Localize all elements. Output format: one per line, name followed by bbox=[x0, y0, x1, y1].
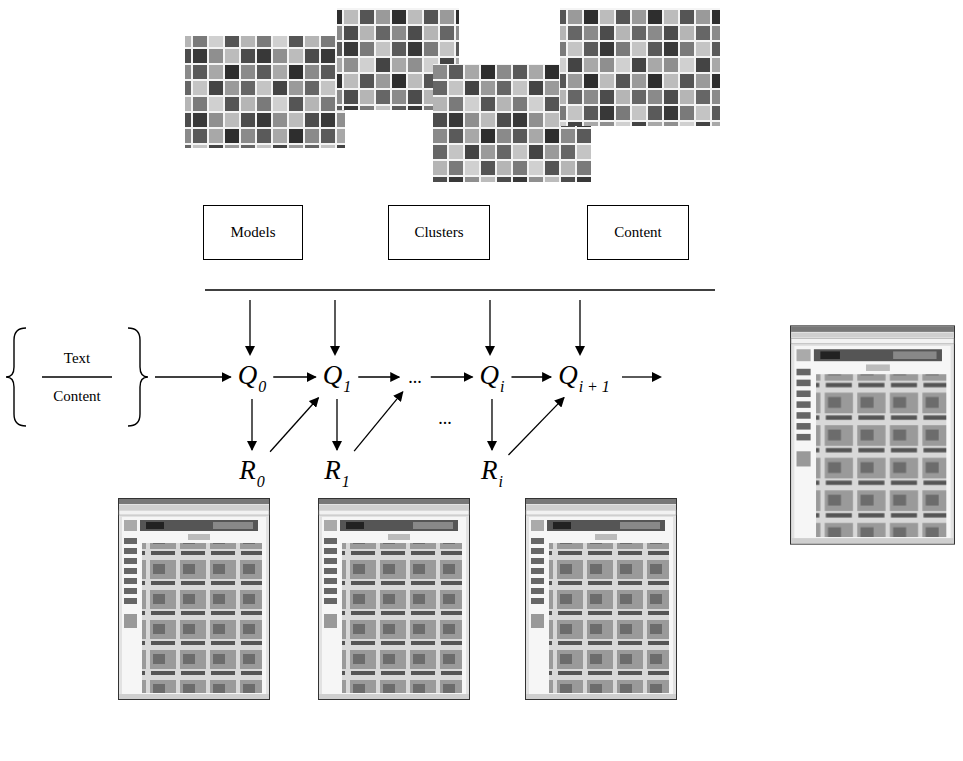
flow-arrow bbox=[273, 376, 316, 377]
result-screenshot bbox=[526, 499, 677, 700]
symbol-name: R bbox=[239, 455, 256, 485]
symbol-node: R0 bbox=[237, 455, 267, 489]
symbol-node: Q0 bbox=[236, 360, 269, 394]
symbol-node: Qi bbox=[478, 360, 507, 394]
flow-arrow bbox=[155, 376, 231, 377]
input-label: Content bbox=[4, 387, 150, 405]
bus-line bbox=[205, 289, 715, 291]
symbol-node: Qi + 1 bbox=[556, 360, 612, 394]
subscript: i bbox=[500, 378, 504, 395]
input-group: TextContent bbox=[4, 324, 150, 430]
symbol-name: Q bbox=[558, 360, 578, 390]
box-label: Clusters bbox=[414, 224, 463, 241]
flow-arrow bbox=[354, 392, 403, 451]
symbol-name: Q bbox=[480, 360, 500, 390]
flow-arrow bbox=[336, 399, 337, 450]
symbol-name: R bbox=[481, 455, 498, 485]
result-screenshot bbox=[319, 499, 470, 700]
symbol-name: Q bbox=[238, 360, 258, 390]
image-collage bbox=[560, 8, 720, 126]
result-arrow bbox=[622, 372, 662, 382]
flow-arrow bbox=[431, 376, 473, 377]
flow-arrow bbox=[491, 399, 492, 450]
subscript: 0 bbox=[257, 473, 265, 490]
symbol-name: Q bbox=[323, 360, 343, 390]
final-screenshot bbox=[791, 326, 955, 544]
flow-arrow bbox=[511, 376, 551, 377]
brace bbox=[4, 324, 150, 430]
box-label: Content bbox=[614, 224, 662, 241]
symbol-node: ... bbox=[404, 366, 426, 388]
process-box: Clusters bbox=[388, 205, 490, 260]
image-collage bbox=[185, 36, 345, 148]
input-label: Text bbox=[4, 349, 150, 367]
result-screenshot bbox=[119, 499, 270, 700]
subscript: i bbox=[499, 473, 503, 490]
subscript: 1 bbox=[342, 473, 350, 490]
ellipsis-label: ... bbox=[438, 408, 452, 429]
flow-arrow bbox=[508, 398, 564, 455]
subscript: i + 1 bbox=[579, 378, 610, 395]
bus-arrow bbox=[245, 300, 585, 356]
box-label: Models bbox=[231, 224, 276, 241]
flow-arrow bbox=[270, 398, 318, 452]
process-box: Models bbox=[203, 205, 303, 260]
symbol-node: Ri bbox=[479, 455, 505, 489]
symbol-node: Q1 bbox=[321, 360, 354, 394]
symbol-name: R bbox=[324, 455, 341, 485]
process-box: Content bbox=[587, 205, 689, 260]
flow-arrow bbox=[358, 376, 399, 377]
subscript: 1 bbox=[343, 378, 351, 395]
flow-arrow bbox=[251, 399, 252, 450]
subscript: 0 bbox=[258, 378, 266, 395]
symbol-node: R1 bbox=[322, 455, 352, 489]
symbol-name: ... bbox=[408, 367, 422, 387]
